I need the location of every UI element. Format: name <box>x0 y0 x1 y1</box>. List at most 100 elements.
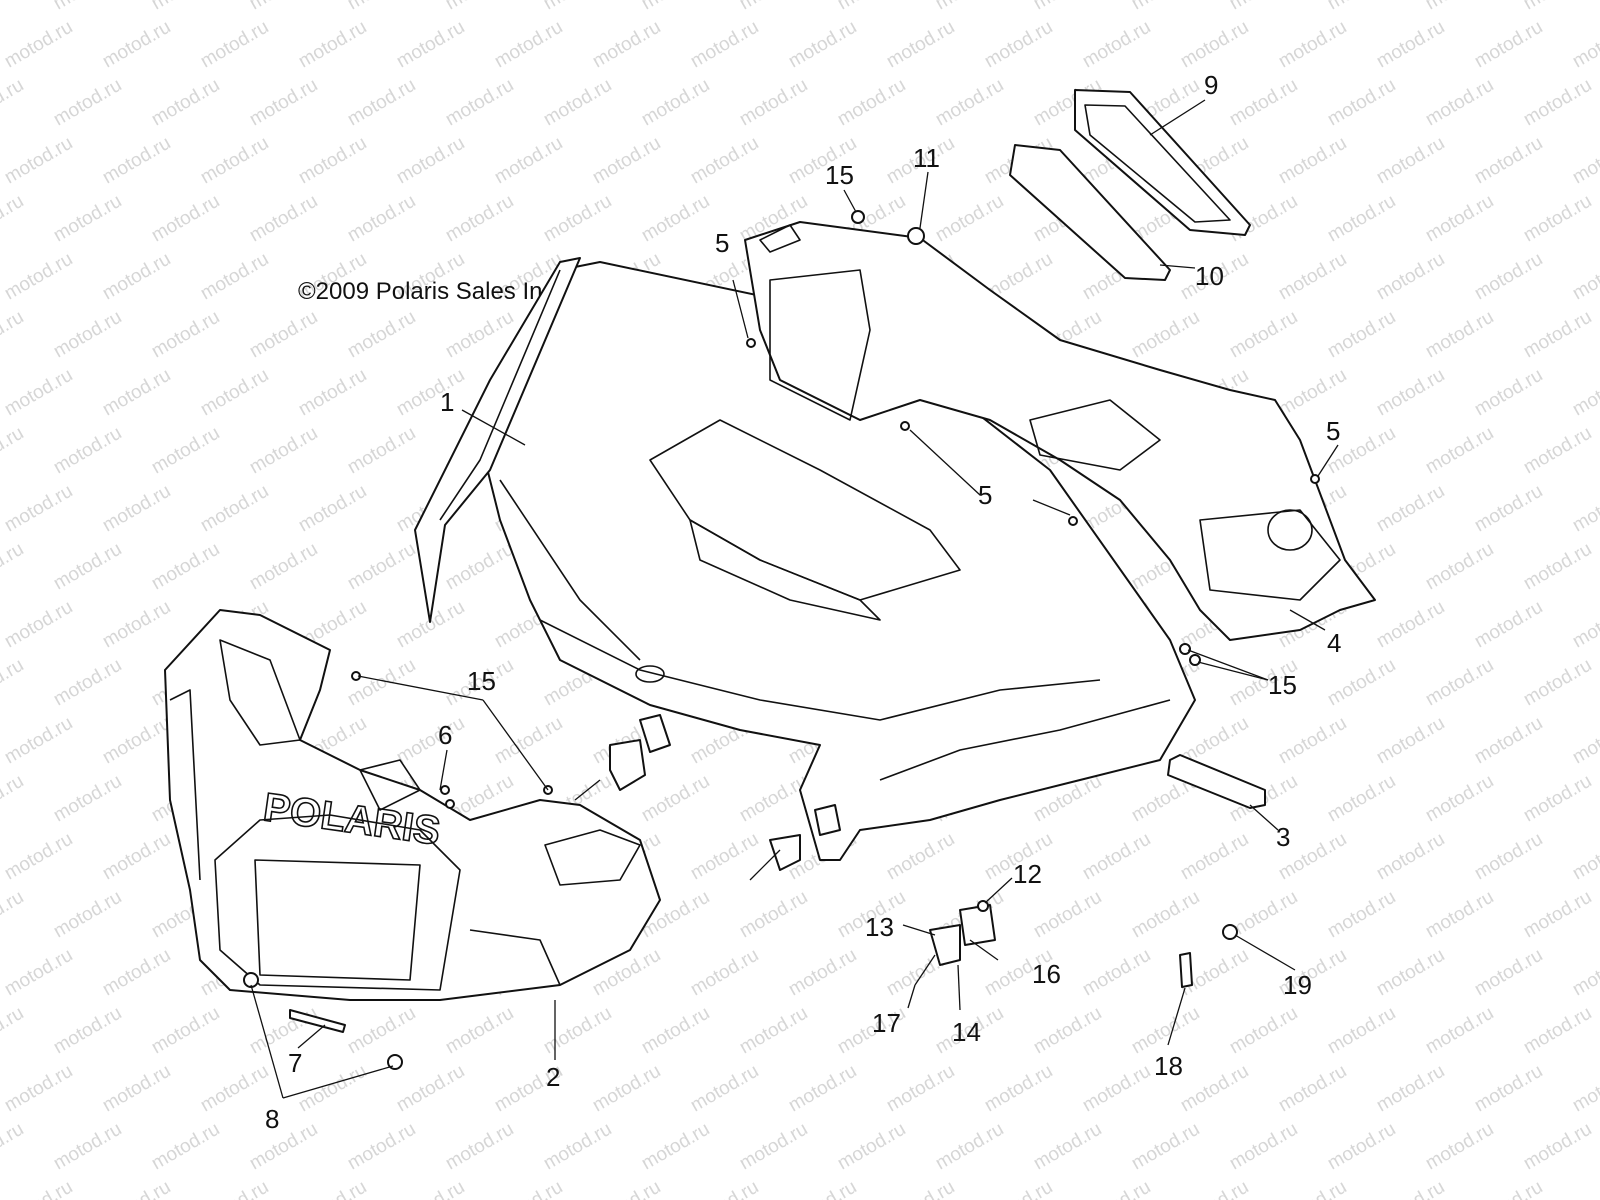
watermark-text: motod.ru <box>50 1119 125 1175</box>
watermark-text: motod.ru <box>1520 771 1595 827</box>
watermark-text: motod.ru <box>0 423 27 479</box>
watermark-text: motod.ru <box>638 771 713 827</box>
callout-14: 14 <box>952 1017 981 1047</box>
watermark-text: motod.ru <box>295 481 370 537</box>
watermark-text: motod.ru <box>687 945 762 1001</box>
watermark-text: motod.ru <box>1226 307 1301 363</box>
watermark-text: motod.ru <box>834 75 909 131</box>
watermark-text: motod.ru <box>1373 249 1448 305</box>
watermark-text: motod.ru <box>1520 75 1595 131</box>
part-9-trim-frame <box>1074 89 1251 236</box>
watermark-text: motod.ru <box>0 887 27 943</box>
watermark-text: motod.ru <box>1275 17 1350 73</box>
watermark-text: motod.ru <box>1471 945 1546 1001</box>
watermark-text: motod.ru <box>1471 597 1546 653</box>
watermark-text: motod.ru <box>834 0 909 14</box>
watermark-text: motod.ru <box>442 75 517 131</box>
leader-lines <box>250 99 1339 1099</box>
watermark-text: motod.ru <box>1226 75 1301 131</box>
callouts: 1 2 3 4 5 5 5 5 6 7 8 9 10 11 12 13 14 1… <box>265 70 1341 1134</box>
watermark-text: motod.ru <box>246 1003 321 1059</box>
watermark-text: motod.ru <box>1324 75 1399 131</box>
watermark-text: motod.ru <box>1226 1119 1301 1175</box>
callout-8: 8 <box>265 1104 279 1134</box>
watermark-text: motod.ru <box>1373 597 1448 653</box>
watermark-text: motod.ru <box>687 17 762 73</box>
callout-10: 10 <box>1195 261 1224 291</box>
watermark-text: motod.ru <box>1 713 76 769</box>
watermark-text: motod.ru <box>638 0 713 14</box>
watermark-text: motod.ru <box>0 1119 27 1175</box>
watermark-text: motod.ru <box>1422 539 1497 595</box>
watermark-text: motod.ru <box>1 829 76 885</box>
watermark-text: motod.ru <box>1373 1177 1448 1200</box>
copyright-text: ©2009 Polaris Sales Inc. <box>298 278 561 305</box>
watermark-text: motod.ru <box>1275 1177 1350 1200</box>
watermark-text: motod.ru <box>197 17 272 73</box>
watermark-text: motod.ru <box>295 133 370 189</box>
watermark-text: motod.ru <box>295 1177 370 1200</box>
watermark-text: motod.ru <box>442 1003 517 1059</box>
watermark-text: motod.ru <box>1 597 76 653</box>
watermark-text: motod.ru <box>246 539 321 595</box>
watermark-text: motod.ru <box>0 0 27 14</box>
watermark-text: motod.ru <box>148 0 223 14</box>
callout-6: 6 <box>438 720 452 750</box>
watermark-text: motod.ru <box>344 539 419 595</box>
watermark-text: motod.ru <box>1128 1119 1203 1175</box>
watermark-text: motod.ru <box>1569 597 1600 653</box>
callout-2: 2 <box>546 1062 560 1092</box>
watermark-text: motod.ru <box>785 1061 860 1117</box>
watermark-text: motod.ru <box>442 1119 517 1175</box>
watermark-text: motod.ru <box>344 423 419 479</box>
watermark-text: motod.ru <box>540 75 615 131</box>
watermark-text: motod.ru <box>1471 713 1546 769</box>
watermark-text: motod.ru <box>1177 1177 1252 1200</box>
watermark-text: motod.ru <box>736 75 811 131</box>
watermark-text: motod.ru <box>99 597 174 653</box>
watermark-text: motod.ru <box>1520 887 1595 943</box>
watermark-text: motod.ru <box>785 1177 860 1200</box>
watermark-text: motod.ru <box>197 249 272 305</box>
watermark-text: motod.ru <box>1 1061 76 1117</box>
watermark-text: motod.ru <box>1471 481 1546 537</box>
part-1-side-panel <box>414 257 581 623</box>
hardware-parts <box>243 210 1320 1070</box>
watermark-text: motod.ru <box>1324 1119 1399 1175</box>
watermark-text: motod.ru <box>883 17 958 73</box>
callout-15-a: 15 <box>467 666 496 696</box>
watermark-text: motod.ru <box>246 307 321 363</box>
watermark-text: motod.ru <box>1177 1061 1252 1117</box>
watermark-text: motod.ru <box>246 75 321 131</box>
callout-9: 9 <box>1204 70 1218 100</box>
watermark-text: motod.ru <box>393 365 468 421</box>
callout-16: 16 <box>1032 959 1061 989</box>
watermark-text: motod.ru <box>1569 829 1600 885</box>
watermark-text: motod.ru <box>148 1119 223 1175</box>
watermark-text: motod.ru <box>50 191 125 247</box>
watermark-text: motod.ru <box>1422 0 1497 14</box>
watermark-text: motod.ru <box>736 771 811 827</box>
watermark-text: motod.ru <box>1128 0 1203 14</box>
watermark-text: motod.ru <box>148 539 223 595</box>
watermark-text: motod.ru <box>295 1061 370 1117</box>
watermark-text: motod.ru <box>1 945 76 1001</box>
watermark-text: motod.ru <box>50 307 125 363</box>
watermark-text: motod.ru <box>540 1119 615 1175</box>
watermark-text: motod.ru <box>491 133 566 189</box>
watermark-text: motod.ru <box>197 1061 272 1117</box>
watermark-text: motod.ru <box>1324 0 1399 14</box>
watermark-text: motod.ru <box>393 17 468 73</box>
watermark-text: motod.ru <box>785 17 860 73</box>
watermark-text: motod.ru <box>0 191 27 247</box>
watermark-text: motod.ru <box>638 191 713 247</box>
callout-4: 4 <box>1327 628 1341 658</box>
watermark-text: motod.ru <box>1520 1003 1595 1059</box>
watermark-text: motod.ru <box>1569 1061 1600 1117</box>
watermark-text: motod.ru <box>736 0 811 14</box>
watermark-text: motod.ru <box>197 133 272 189</box>
watermark-text: motod.ru <box>50 771 125 827</box>
watermark-text: motod.ru <box>246 1119 321 1175</box>
watermark-text: motod.ru <box>1422 771 1497 827</box>
watermark-text: motod.ru <box>1422 423 1497 479</box>
